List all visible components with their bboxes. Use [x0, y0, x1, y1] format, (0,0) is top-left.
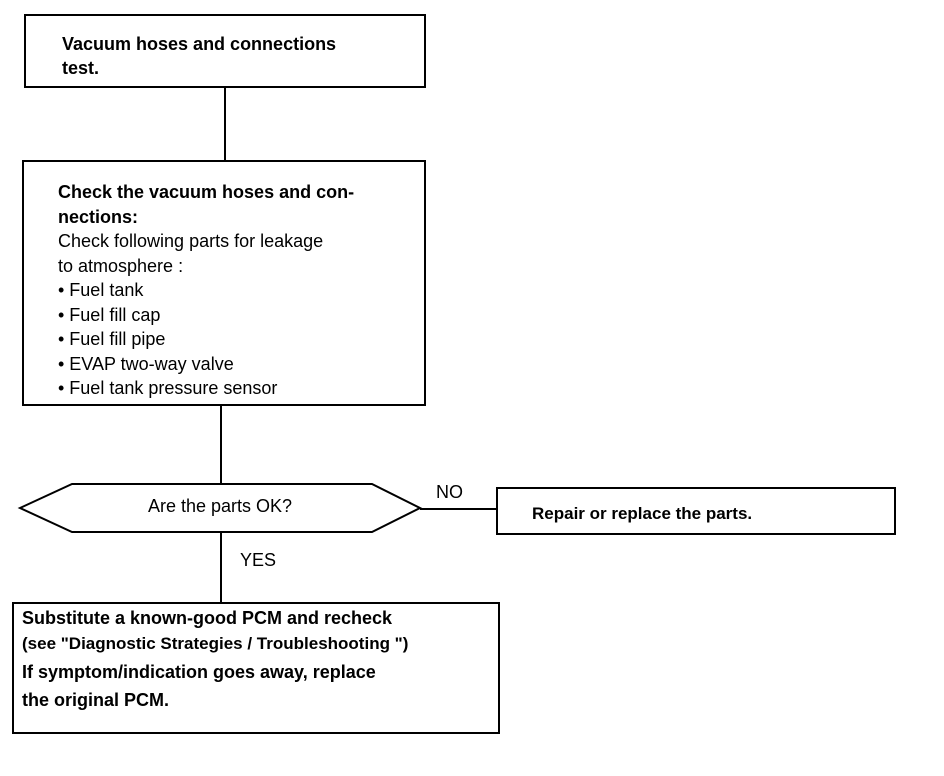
yes-label: YES [240, 550, 277, 570]
check-heading-line2: nections: [58, 206, 139, 227]
pcm-line4: the original PCM. [22, 690, 170, 710]
pcm-box: Substitute a known-good PCM and recheck … [12, 602, 500, 734]
check-item-fuel-fill-cap: • Fuel fill cap [58, 304, 161, 325]
pcm-line2: (see "Diagnostic Strategies / Troublesho… [22, 634, 409, 653]
decision-question: Are the parts OK? [147, 496, 293, 516]
check-heading-line1: Check the vacuum hoses and con- [58, 182, 355, 202]
pcm-line1: Substitute a known-good PCM and recheck [22, 608, 393, 628]
check-item-evap-valve: • EVAP two-way valve [58, 353, 234, 374]
no-label: NO [436, 482, 463, 502]
pcm-line3: If symptom/indication goes away, replace [22, 662, 376, 682]
connector-check-to-decision [220, 406, 222, 484]
repair-box: Repair or replace the parts. [496, 487, 896, 535]
start-box-line2: test. [62, 58, 100, 78]
connector-start-to-check [224, 88, 226, 160]
check-box: Check the vacuum hoses and con- nections… [22, 160, 426, 406]
check-body-line2: to atmosphere : [58, 255, 184, 276]
start-box-line1: Vacuum hoses and connections [62, 34, 337, 54]
check-body-line1: Check following parts for leakage [58, 231, 324, 251]
check-item-pressure-sensor: • Fuel tank pressure sensor [58, 378, 278, 398]
check-item-fuel-tank: • Fuel tank [58, 280, 144, 300]
decision-hexagon [17, 483, 423, 533]
check-item-fuel-fill-pipe: • Fuel fill pipe [58, 329, 166, 349]
connector-decision-to-repair [420, 508, 496, 510]
repair-box-text: Repair or replace the parts. [532, 504, 753, 523]
connector-decision-to-pcm [220, 530, 222, 602]
start-box: Vacuum hoses and connections test. [24, 14, 426, 88]
